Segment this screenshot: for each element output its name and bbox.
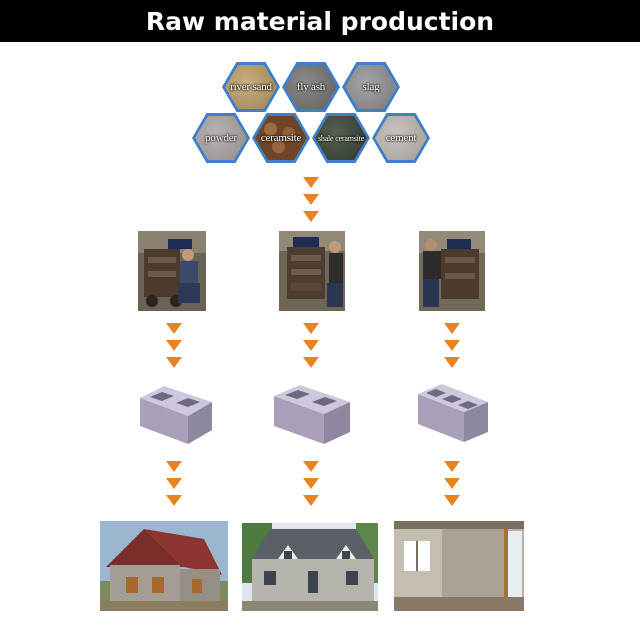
block-house-photo xyxy=(242,523,378,611)
arrow-down-icon xyxy=(165,460,183,510)
hex-label: ceramsite xyxy=(260,132,302,144)
hex-cement: cement xyxy=(372,113,430,163)
hex-shale-ceramsite: shale ceramsite xyxy=(312,113,370,163)
page-title-bar: Raw material production xyxy=(0,0,640,42)
hex-fly-ash: fly ash xyxy=(282,62,340,112)
hollow-block-icon xyxy=(138,382,214,452)
hex-ceramsite-photo: ceramsite xyxy=(255,116,307,160)
hex-powder-photo: powder xyxy=(195,116,247,160)
arrow-down-icon xyxy=(302,322,320,372)
hex-powder: powder xyxy=(192,113,250,163)
hex-label: slag xyxy=(362,81,380,93)
block-house-photo xyxy=(100,521,228,611)
hex-river-sand: river sand xyxy=(222,62,280,112)
raw-material-hexagons: river sand fly ash slag powder ceramsite… xyxy=(0,0,640,170)
arrow-down-icon xyxy=(443,460,461,510)
hex-slag: slag xyxy=(342,62,400,112)
block-machine-photo xyxy=(279,231,345,311)
block-machine-photo xyxy=(419,231,485,311)
arrow-down-icon xyxy=(302,460,320,510)
hex-ceramsite: ceramsite xyxy=(252,113,310,163)
hollow-block-icon xyxy=(416,382,490,452)
hex-fly-ash-photo: fly ash xyxy=(285,65,337,109)
hex-label: powder xyxy=(205,132,237,144)
hex-slag-photo: slag xyxy=(345,65,397,109)
hollow-block-icon xyxy=(272,382,352,452)
arrow-down-icon xyxy=(165,322,183,372)
hex-shale-ceramsite-photo: shale ceramsite xyxy=(315,116,367,160)
hex-label: shale ceramsite xyxy=(317,133,365,143)
hex-label: cement xyxy=(385,132,417,144)
arrow-down-icon xyxy=(443,322,461,372)
hex-cement-photo: cement xyxy=(375,116,427,160)
arrow-down-icon xyxy=(302,176,320,226)
page-title: Raw material production xyxy=(145,6,495,36)
block-machine-photo xyxy=(138,231,206,311)
hex-label: river sand xyxy=(230,81,272,93)
block-interior-photo xyxy=(394,521,524,611)
hex-river-sand-photo: river sand xyxy=(225,65,277,109)
hex-label: fly ash xyxy=(296,81,326,93)
